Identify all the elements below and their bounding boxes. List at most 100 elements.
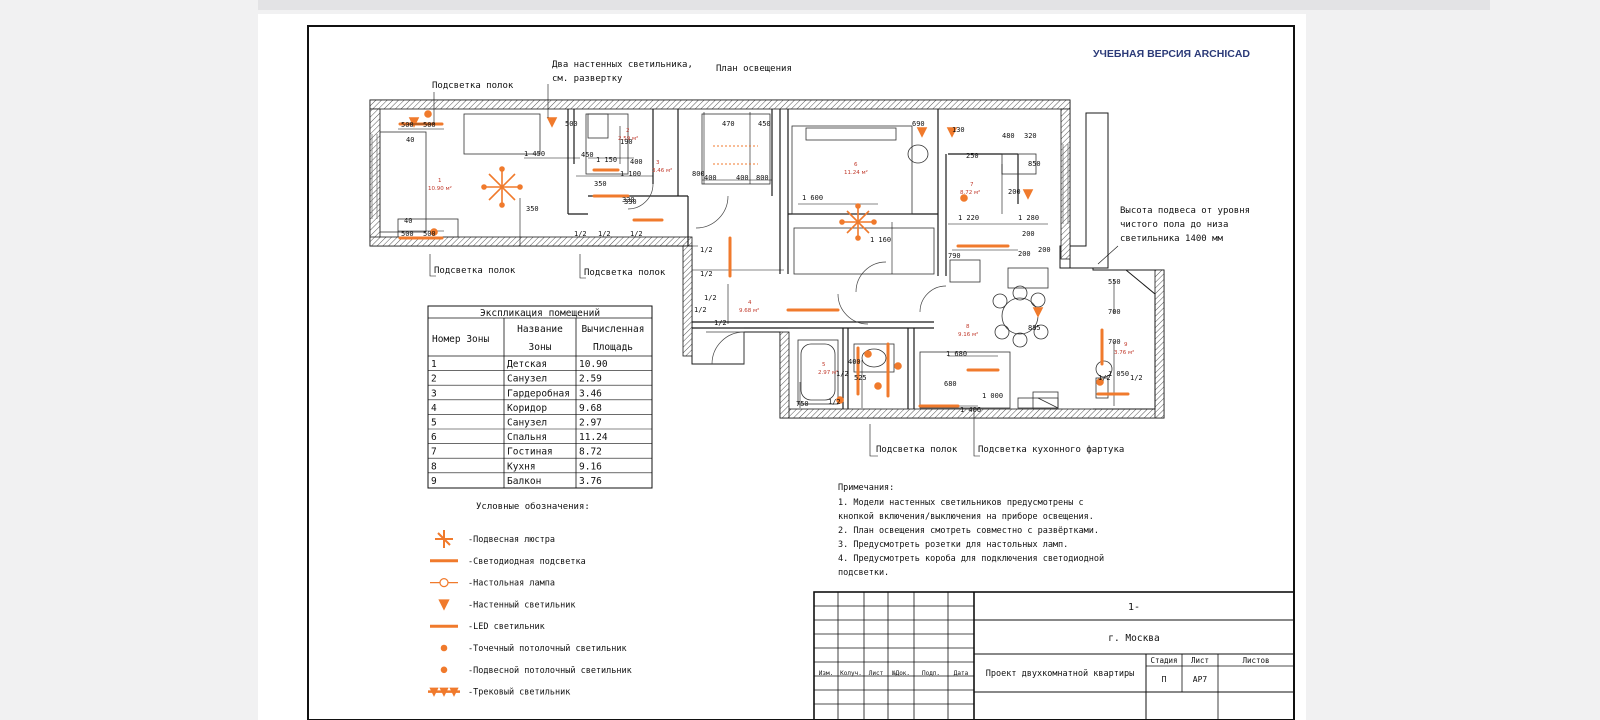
explication-header-zone-name-2: Зоны	[529, 342, 552, 353]
room-2-area: 2.59 м²	[618, 135, 638, 142]
dimension-label: 680	[944, 380, 957, 388]
notes-title: Примечания:	[838, 483, 894, 493]
explication-cell: Спальня	[507, 432, 547, 443]
explication-cell: 6	[431, 432, 437, 443]
legend-item-label: -Светодиодная подсветка	[468, 557, 586, 567]
spot-ceiling-icon	[440, 644, 448, 652]
explication-title: Экспликация помещений	[480, 308, 600, 319]
legend-item-label: -Настенный светильник	[468, 600, 575, 610]
sheet-frame	[307, 25, 1295, 720]
titleblock-col-izm: Изм.	[819, 670, 833, 677]
notes: Примечания: 1. Модели настенных светильн…	[838, 483, 1104, 578]
dimension-label: 1/2	[598, 230, 611, 238]
dimension-label: 250	[966, 152, 979, 160]
leader-lines	[408, 84, 1119, 457]
dimension-label: 200	[1022, 230, 1035, 238]
explication-cell: 9.16	[579, 461, 602, 472]
explication-cell: 10.90	[579, 359, 608, 370]
explication-header-area-2: Площадь	[593, 342, 633, 353]
explication-cell: 1	[431, 359, 437, 370]
legend-item-label: -LED светильник	[468, 622, 545, 632]
room-4-number: 4	[748, 300, 752, 306]
title-block	[813, 591, 1295, 720]
callout-wall-lamps-line2: см. развертку	[552, 74, 623, 84]
room-labels: 1 10.90 м² 2 2.59 м² 3 3.46 м² 4 9.68 м²…	[428, 128, 1134, 376]
dimension-label: 550	[1108, 278, 1121, 286]
titleblock-city: г. Москва	[1108, 633, 1159, 644]
titleblock-sheets-header: Листов	[1242, 656, 1269, 665]
explication-cell: 3	[431, 388, 437, 399]
dimension-label: 690	[912, 120, 925, 128]
dimension-label: 500	[401, 121, 414, 129]
dimension-label: 1/2	[1098, 374, 1111, 382]
titleblock-project: Проект двухкомнатной квартиры	[986, 669, 1134, 679]
track-lamp-icon	[428, 687, 460, 697]
dimension-label: 400	[630, 158, 643, 166]
room-4-area: 9.68 м²	[739, 307, 759, 314]
notes-line-1: 1. Модели настенных светильников предусм…	[838, 498, 1084, 508]
dimension-label: 400	[736, 174, 749, 182]
explication-cell: 5	[431, 418, 437, 429]
dimension-label: 200	[1038, 246, 1051, 254]
exterior-walls	[369, 99, 1165, 419]
room-8-area: 9.16 м²	[958, 331, 978, 338]
callout-hang-line2: чистого пола до низа	[1120, 220, 1228, 230]
legend-item-label: -Подвесной потолочный светильник	[468, 666, 632, 676]
explication-cell: Гардеробная	[507, 388, 570, 399]
room-1-number: 1	[438, 178, 442, 184]
room-1-area: 10.90 м²	[428, 185, 452, 192]
wall-lamp-icon	[438, 599, 450, 611]
notes-line-2: кнопкой включения/выключения на приборе …	[838, 511, 1094, 522]
explication-cell: 2	[431, 374, 437, 385]
dimension-label: 750	[796, 400, 809, 408]
dimension-label: 350	[526, 205, 539, 213]
titleblock-code: 1-	[1128, 602, 1140, 613]
legend-title: Условные обозначения:	[476, 501, 590, 512]
room-9-area: 3.76 м²	[1114, 349, 1134, 356]
dimension-label: 1/2	[714, 319, 727, 327]
titleblock-sheet: АР7	[1193, 675, 1208, 684]
dimension-label: 470	[722, 120, 735, 128]
dimension-label: 400	[704, 174, 717, 182]
callout-shelf-bottom-left: Подсветка полок	[434, 266, 516, 276]
dimension-label: 1/2	[1130, 374, 1143, 382]
dimension-label: 480	[1002, 132, 1015, 140]
viewer-top-bar	[258, 0, 1490, 10]
dimension-label: 1/2	[700, 270, 713, 278]
dimension-label: 200	[1018, 250, 1031, 258]
explication-cell: 9	[431, 476, 437, 487]
dimension-label: 700	[1108, 338, 1121, 346]
callouts: Подсветка полок Два настенных светильник…	[432, 60, 1250, 455]
callout-shelf-bottom-mid: Подсветка полок	[584, 268, 666, 278]
room-7-area: 8.72 м²	[960, 189, 980, 196]
drawing-sheet: УЧЕБНАЯ ВЕРСИЯ ARCHICAD	[258, 14, 1306, 720]
dimension-label: 200	[1008, 188, 1021, 196]
room-5-number: 5	[822, 362, 826, 368]
room-5-area: 2.97 м²	[818, 369, 838, 376]
explication-cell: 8.72	[579, 447, 602, 458]
explication-cell: 9.68	[579, 403, 602, 414]
titleblock-col-podp: Подп.	[922, 670, 940, 677]
explication-cell: 11.24	[579, 432, 608, 443]
explication-cell: 2.59	[579, 374, 602, 385]
explication-cell: 2.97	[579, 418, 602, 429]
dimension-label: 1/2	[700, 246, 713, 254]
legend-item-label: -Настольная лампа	[468, 579, 555, 589]
callout-kitchen-apron: Подсветка кухонного фартука	[978, 445, 1124, 455]
legend: Условные обозначения: -Подвесная люстра -…	[428, 501, 632, 698]
legend-item-label: -Подвесная люстра	[468, 535, 555, 545]
watermark-text: УЧЕБНАЯ ВЕРСИЯ ARCHICAD	[1093, 48, 1250, 60]
explication-cell: Коридор	[507, 403, 547, 414]
dimension-label: 1/2	[828, 398, 841, 406]
dimension-label: 130	[952, 126, 965, 134]
dimension-label: 1 160	[870, 236, 891, 244]
explication-header-zone-number: Номер Зоны	[432, 334, 489, 345]
dimension-label: 40	[404, 217, 412, 225]
room-6-area: 11.24 м²	[844, 169, 868, 176]
titleblock-col-list: Лист	[869, 670, 884, 677]
titleblock-col-ndoc: №Док.	[892, 670, 910, 677]
callout-wall-lamps-line1: Два настенных светильника,	[552, 60, 693, 70]
dimension-label: 1 220	[958, 214, 979, 222]
explication-cell: Детская	[507, 359, 547, 370]
